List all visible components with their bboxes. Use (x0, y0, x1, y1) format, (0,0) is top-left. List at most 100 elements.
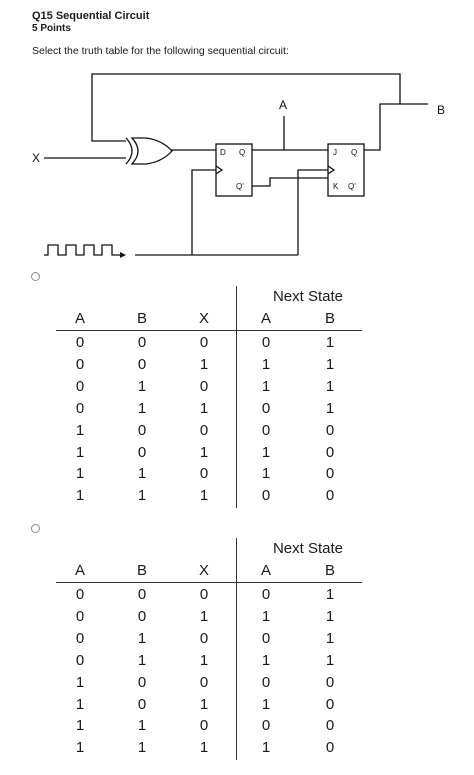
table-cell: 1 (75, 487, 85, 505)
table-cell: 0 (199, 421, 209, 439)
table-cell: 0 (261, 399, 271, 417)
table-cell: 1 (75, 465, 85, 483)
table-cell: 0 (199, 717, 209, 735)
node-a-label: A (279, 98, 287, 112)
table-cell: 0 (199, 586, 209, 603)
svg-text:K: K (333, 182, 339, 191)
table-cell: 1 (325, 651, 335, 669)
table-cell: 0 (325, 487, 335, 505)
feedback-b-wire (91, 73, 401, 142)
table-cell: 0 (261, 629, 271, 647)
table-cell: 0 (199, 334, 209, 351)
table-cell: 1 (261, 651, 271, 669)
table-cell: 1 (137, 465, 147, 483)
table-cell: 0 (137, 607, 147, 625)
next-state-label: Next State (272, 288, 344, 305)
svg-text:Q': Q' (236, 182, 244, 191)
table-cell: 1 (325, 607, 335, 625)
table-cell: 1 (325, 586, 335, 603)
table-cell: 1 (137, 651, 147, 669)
output-b-label: B (437, 103, 445, 117)
table-cell: 0 (137, 443, 147, 461)
table-cell: 0 (261, 334, 271, 351)
xor-gate (125, 137, 133, 165)
table-cell: 0 (75, 607, 85, 625)
table-cell: 1 (199, 651, 209, 669)
table-cell: 1 (199, 487, 209, 505)
svg-text:Q: Q (239, 148, 245, 157)
table-cell: 0 (199, 377, 209, 395)
next-state-label: Next State (272, 540, 344, 557)
table-cell: 1 (137, 487, 147, 505)
table-cell: 1 (199, 739, 209, 757)
table-cell: 0 (137, 673, 147, 691)
header-divider (56, 330, 362, 331)
table-cell: 0 (199, 465, 209, 483)
table-cell: 0 (75, 629, 85, 647)
table-cell: 0 (325, 695, 335, 713)
table-cell: 1 (137, 717, 147, 735)
table-cell: 1 (261, 739, 271, 757)
table-cell: 0 (75, 651, 85, 669)
table-cell: 0 (261, 673, 271, 691)
table-cell: 1 (137, 629, 147, 647)
table-cell: 1 (261, 355, 271, 373)
circuit-diagram: D Q Q' J Q K Q' X A B (32, 73, 445, 258)
option-2-radio[interactable] (31, 524, 40, 533)
table-cell: 1 (137, 739, 147, 757)
clock-arrow-icon (120, 252, 126, 258)
table-cell: 1 (75, 421, 85, 439)
table-cell: 1 (261, 443, 271, 461)
table-cell: 0 (325, 421, 335, 439)
column-divider (236, 538, 237, 760)
table-cell: 0 (137, 334, 147, 351)
table-cell: 0 (75, 399, 85, 417)
table-cell: 1 (199, 695, 209, 713)
table-cell: 0 (75, 586, 85, 603)
header-divider (56, 582, 362, 583)
table-cell: 0 (75, 355, 85, 373)
table-cell: 1 (199, 355, 209, 373)
table-cell: 0 (261, 586, 271, 603)
svg-text:J: J (333, 148, 337, 157)
table-cell: 0 (137, 355, 147, 373)
table-cell: 0 (325, 673, 335, 691)
table-cell: 0 (137, 695, 147, 713)
table-cell: 1 (261, 465, 271, 483)
table-cell: 1 (325, 334, 335, 351)
table-cell: 0 (75, 377, 85, 395)
table-cell: 1 (75, 717, 85, 735)
question-prompt: Select the truth table for the following… (32, 45, 289, 57)
question-points: 5 Points (32, 23, 71, 34)
table-cell: 1 (325, 377, 335, 395)
svg-text:D: D (220, 148, 226, 157)
table-cell: 1 (199, 399, 209, 417)
table-cell: 1 (261, 695, 271, 713)
table-cell: 1 (261, 607, 271, 625)
table-cell: 0 (199, 673, 209, 691)
svg-text:Q: Q (351, 148, 357, 157)
table-cell: 1 (75, 695, 85, 713)
table-cell: 0 (199, 629, 209, 647)
table-cell: 0 (325, 717, 335, 735)
table-cell: 1 (199, 607, 209, 625)
table-cell: 1 (325, 399, 335, 417)
table-cell: 0 (325, 739, 335, 757)
clock-waveform-icon (44, 244, 120, 256)
svg-text:Q': Q' (348, 182, 356, 191)
table-cell: 1 (325, 629, 335, 647)
table-cell: 1 (75, 443, 85, 461)
table-cell: 0 (261, 487, 271, 505)
table-cell: 0 (261, 717, 271, 735)
table-cell: 0 (325, 465, 335, 483)
table-cell: 0 (137, 421, 147, 439)
table-cell: 0 (137, 586, 147, 603)
option-1-radio[interactable] (31, 272, 40, 281)
table-cell: 1 (325, 355, 335, 373)
table-cell: 1 (137, 399, 147, 417)
table-cell: 1 (75, 739, 85, 757)
table-cell: 0 (75, 334, 85, 351)
question-title: Q15 Sequential Circuit (32, 10, 150, 22)
